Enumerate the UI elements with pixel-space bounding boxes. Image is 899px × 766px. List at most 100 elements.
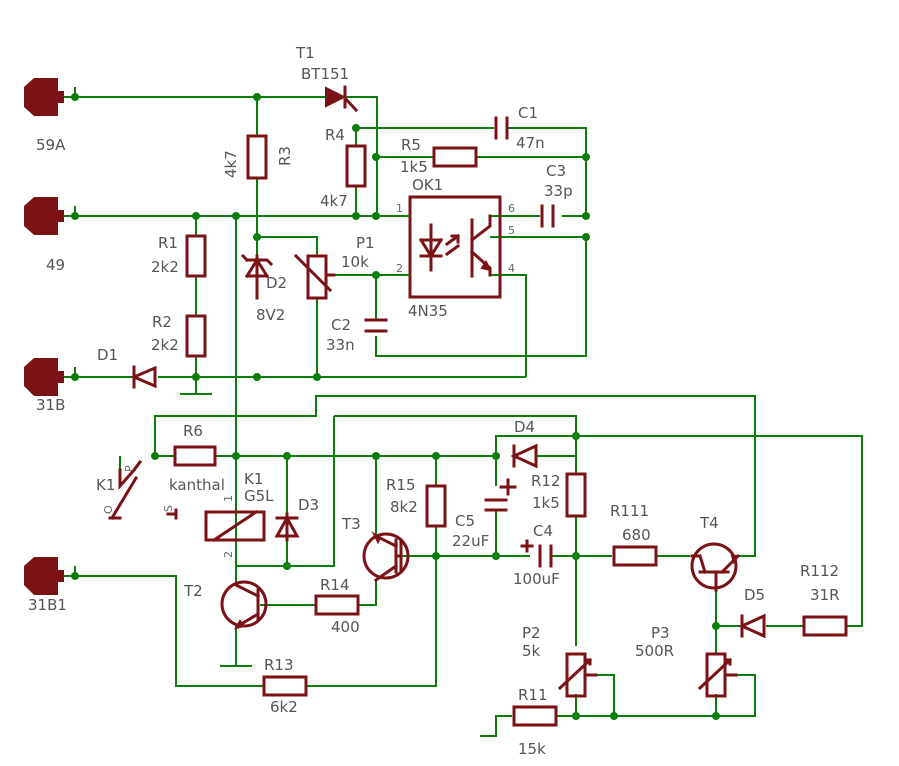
- terminal-49[interactable]: 49: [24, 197, 65, 274]
- c4-label: C4: [533, 522, 553, 540]
- k1-value: G5L: [244, 487, 274, 505]
- c5-value: 22uF: [452, 532, 489, 550]
- wires: [60, 87, 863, 737]
- c2-value: 33n: [326, 336, 355, 354]
- r1-value: 2k2: [151, 258, 179, 276]
- capacitor-c1: C1 47n: [494, 104, 545, 152]
- ok1-pin4: 4: [508, 262, 515, 275]
- terminal-49-label: 49: [46, 256, 65, 274]
- resistor-r2: R2 2k2: [151, 313, 207, 358]
- r3-value: 4k7: [222, 150, 240, 178]
- resistor-r15: R15 8k2: [386, 476, 447, 528]
- r11-label: R11: [518, 686, 548, 704]
- r4-value: 4k7: [320, 192, 348, 210]
- terminal-59a-label: 59A: [36, 136, 66, 154]
- d3-label: D3: [298, 496, 319, 514]
- relay-coil-k1: 1 2 K1 G5L: [204, 470, 274, 558]
- c1-label: C1: [518, 104, 538, 122]
- terminal-31b-label: 31B: [36, 396, 65, 414]
- c3-value: 33p: [544, 182, 573, 200]
- p1-value: 10k: [341, 253, 369, 271]
- r12-value: 1k5: [532, 494, 560, 512]
- t1-label: T1: [295, 44, 315, 62]
- ok1-pin2: 2: [396, 262, 403, 275]
- resistor-r11: R11 15k: [512, 686, 558, 758]
- r112-label: R112: [800, 562, 839, 580]
- c3-label: C3: [546, 162, 566, 180]
- r2-value: 2k2: [151, 336, 179, 354]
- r13-value: 6k2: [270, 698, 298, 716]
- d2-label: D2: [266, 274, 287, 292]
- r1-label: R1: [158, 234, 178, 252]
- potentiometer-p3: P3 500R: [635, 624, 738, 698]
- p2-value: 5k: [522, 642, 541, 660]
- diode-d5: D5: [738, 586, 766, 639]
- d1-label: D1: [97, 346, 118, 364]
- k1-coil-pin2: 2: [222, 551, 235, 558]
- c2-label: C2: [331, 316, 351, 334]
- k1-pin-s: S: [162, 505, 175, 512]
- terminal-31b[interactable]: 31B: [24, 358, 65, 414]
- t4-label: T4: [699, 514, 719, 532]
- thyristor-t1: T1 BT151: [295, 44, 359, 113]
- diode-d3: D3: [274, 496, 319, 542]
- r3-label: R3: [276, 146, 294, 166]
- terminal-59a[interactable]: 59A: [24, 78, 66, 154]
- r5-value: 1k5: [400, 158, 428, 176]
- diode-d1: D1: [97, 346, 157, 389]
- resistor-r1: R1 2k2: [151, 234, 207, 278]
- capacitor-c3: C3 33p: [540, 162, 573, 228]
- optocoupler-ok1: 1 2 4 5 6 OK1 4N35: [396, 176, 515, 320]
- r111-label: R111: [610, 502, 649, 520]
- ok1-value: 4N35: [408, 302, 448, 320]
- k1-label: K1: [244, 470, 263, 488]
- resistor-r5: R5 1k5: [400, 136, 478, 176]
- junctions: [71, 93, 720, 720]
- relay-switch-k1: P O S K1: [96, 459, 178, 521]
- r14-label: R14: [320, 576, 350, 594]
- r2-label: R2: [152, 313, 172, 331]
- zener-d2: D2 8V2: [240, 253, 287, 324]
- k1-switch-label: K1: [96, 476, 115, 494]
- t1-value: BT151: [301, 65, 349, 83]
- r5-label: R5: [401, 136, 421, 154]
- p2-label: P2: [522, 624, 541, 642]
- resistor-r12: R12 1k5: [531, 472, 587, 518]
- resistor-r6: R6 kanthal: [169, 422, 225, 494]
- ok1-label: OK1: [412, 176, 443, 194]
- diode-d4: D4: [510, 418, 538, 469]
- r112-value: 31R: [810, 586, 840, 604]
- k1-coil-pin1: 1: [222, 495, 235, 502]
- c5-label: C5: [455, 512, 475, 530]
- capacitor-c2: C2 33n: [326, 316, 388, 354]
- d2-value: 8V2: [256, 306, 285, 324]
- k1-pin-o: O: [102, 505, 115, 514]
- t3-label: T3: [341, 515, 361, 533]
- capacitor-c5: C5 22uF: [452, 478, 517, 550]
- r14-value: 400: [331, 618, 360, 636]
- resistor-r4: R4 4k7: [320, 126, 367, 210]
- d5-label: D5: [744, 586, 765, 604]
- r13-label: R13: [264, 656, 294, 674]
- potentiometer-p1: P1 10k: [293, 234, 375, 300]
- r15-label: R15: [386, 476, 416, 494]
- terminal-31b1[interactable]: 31B1: [24, 557, 67, 614]
- d4-label: D4: [514, 418, 535, 436]
- r15-value: 8k2: [390, 498, 418, 516]
- c4-value: 100uF: [513, 570, 560, 588]
- resistor-r3: 4k7 R3: [222, 134, 294, 180]
- p3-value: 500R: [635, 642, 674, 660]
- terminal-31b1-label: 31B1: [28, 596, 67, 614]
- r11-value: 15k: [518, 740, 546, 758]
- transistor-t3: T3: [341, 515, 410, 583]
- transistor-t4: T4: [690, 514, 741, 592]
- r12-label: R12: [531, 472, 561, 490]
- resistor-r13: R13 6k2: [262, 656, 308, 716]
- p3-label: P3: [651, 624, 670, 642]
- ok1-pin5: 5: [508, 224, 515, 237]
- potentiometer-p2: P2 5k: [522, 624, 598, 698]
- ok1-pin6: 6: [508, 202, 515, 215]
- resistor-r112: R112 31R: [800, 562, 848, 637]
- resistor-r111: R111 680: [610, 502, 658, 567]
